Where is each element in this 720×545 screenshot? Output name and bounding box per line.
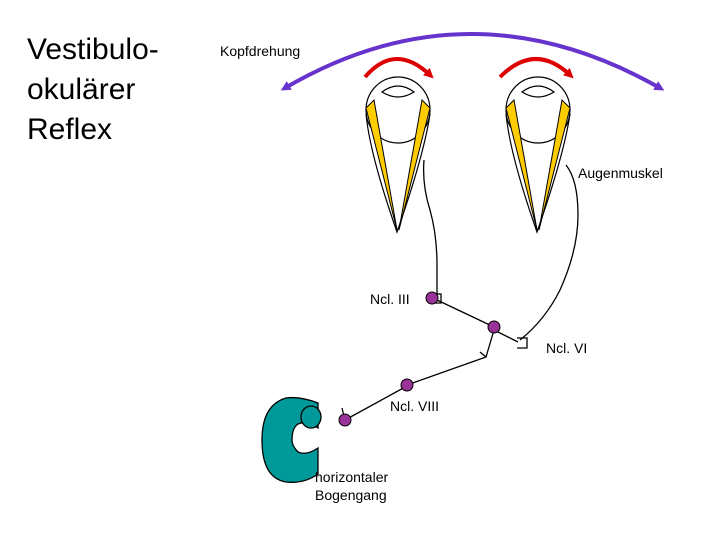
head-rotation-label: Kopfdrehung: [220, 43, 301, 59]
title-line-3: Reflex: [27, 113, 113, 146]
canal-label-line-1: horizontaler: [315, 469, 389, 485]
ncl-vi-synapse: [517, 337, 528, 349]
ncl-vi-neuron: [487, 320, 501, 334]
right-eye-rotation-arrow: [498, 57, 574, 79]
ncl-vi-label: Ncl. VI: [546, 340, 588, 356]
vestibular-nerve: [344, 385, 408, 421]
right-eye-medial-muscle: [505, 98, 538, 231]
eye-muscle-label: Augenmuskel: [578, 165, 663, 181]
canal-label-line-2: Bogengang: [315, 487, 387, 503]
left-eye: [365, 76, 431, 234]
ncl-iii-neuron: [425, 291, 439, 305]
vestibular-pathway: [406, 329, 495, 386]
ncl-viii-label: Ncl. VIII: [390, 398, 440, 414]
canal-ampulla: [300, 405, 322, 429]
title-line-2: okulärer: [27, 73, 136, 106]
right-eye: [505, 76, 571, 234]
mlf-pathway: [436, 299, 495, 328]
right-eye-lateral-muscle: [538, 98, 571, 231]
title-line-1: Vestibulo-: [27, 33, 159, 66]
abducens-nerve: [519, 164, 579, 341]
vestibular-ganglion-neuron: [338, 413, 352, 427]
left-eye-rotation-arrow: [363, 57, 434, 79]
left-eye-lateral-muscle: [398, 98, 431, 231]
ncl-viii-neuron: [400, 378, 414, 392]
oculomotor-nerve: [422, 159, 438, 298]
head-rotation-arrow: [280, 32, 665, 91]
left-eye-medial-muscle: [365, 98, 398, 231]
ncl-iii-label: Ncl. III: [370, 291, 410, 307]
slide-title: Vestibulo- okulärer Reflex: [27, 30, 159, 150]
